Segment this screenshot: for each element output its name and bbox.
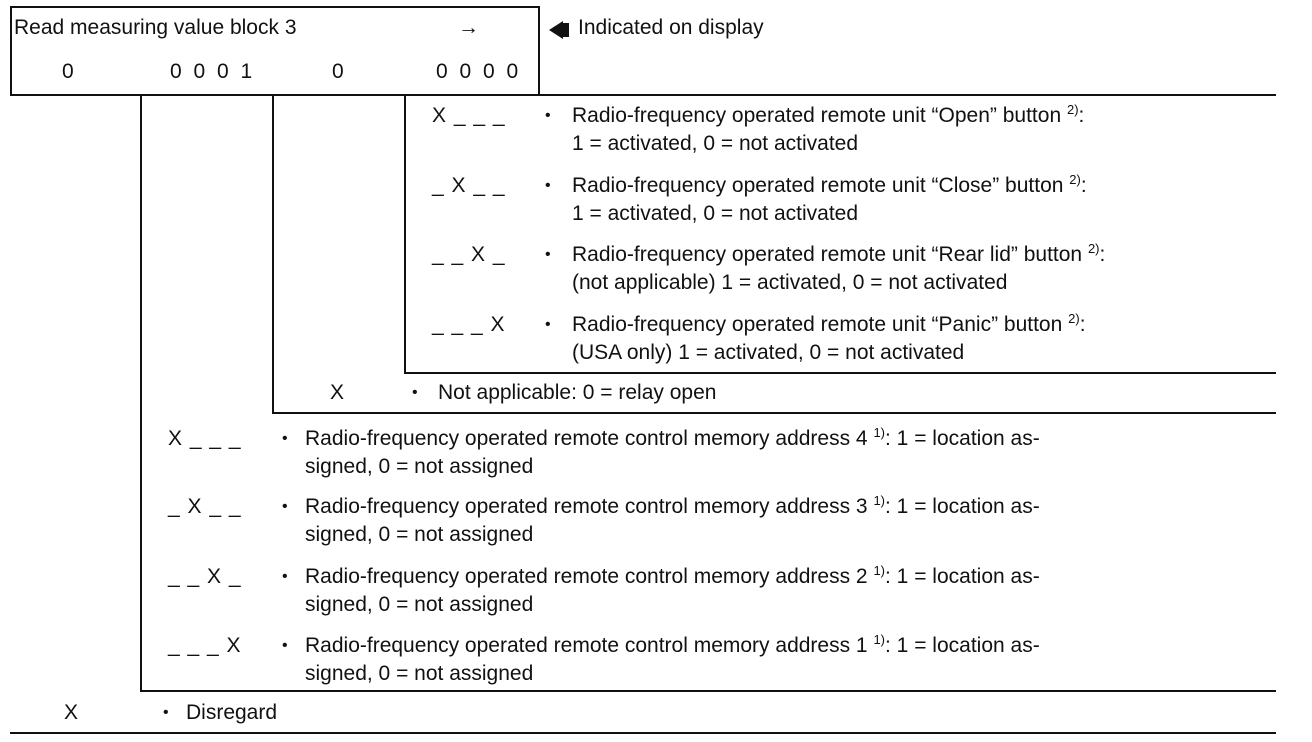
bullet: •: [545, 177, 551, 194]
bullet: •: [282, 498, 288, 515]
display-value-field-2: 0 0 0 1: [170, 60, 256, 83]
description-line-2: signed, 0 = not assigned: [305, 593, 534, 616]
field-4-bracket-line: [404, 94, 406, 374]
header-arrow: →: [458, 16, 479, 39]
bullet: •: [282, 568, 288, 585]
description-line-1: Not applicable: 0 = relay open: [438, 381, 717, 404]
bit-pattern: _ _ X _: [168, 565, 242, 588]
bullet: •: [545, 316, 551, 333]
description-line-1: Radio-frequency operated remote control …: [305, 632, 1040, 657]
bit-pattern: _ X _ _: [168, 495, 242, 518]
header-box-right-border: [538, 6, 540, 96]
field-2-bracket-line: [140, 94, 142, 692]
field-3-bracket-line: [272, 94, 274, 414]
field-3-bottom-line: [272, 412, 1276, 414]
header-title: Read measuring value block 3: [14, 16, 297, 39]
indicator-text: Indicated on display: [578, 16, 764, 39]
indicator-arrow-icon: [549, 21, 563, 39]
description-line-1: Radio-frequency operated remote unit “Re…: [572, 241, 1106, 266]
display-value-field-3: 0: [332, 60, 347, 83]
bullet: •: [545, 246, 551, 263]
description-line-1: Radio-frequency operated remote control …: [305, 563, 1040, 588]
description-line-2: (USA only) 1 = activated, 0 = not activa…: [572, 341, 965, 364]
header-box-left-border: [10, 6, 12, 96]
description-line-1: Radio-frequency operated remote unit “Cl…: [572, 172, 1087, 197]
bit-pattern: X: [330, 381, 346, 404]
bullet: •: [545, 107, 551, 124]
description-line-1: Radio-frequency operated remote unit “Op…: [572, 102, 1085, 127]
bit-pattern: X _ _ _: [168, 427, 242, 450]
description-line-2: (not applicable) 1 = activated, 0 = not …: [572, 271, 1008, 294]
bit-pattern: _ _ _ X: [168, 634, 242, 657]
description-line-2: signed, 0 = not assigned: [305, 523, 534, 546]
description-line-1: Disregard: [186, 701, 278, 724]
description-line-2: signed, 0 = not assigned: [305, 455, 534, 478]
description-line-1: Radio-frequency operated remote control …: [305, 493, 1040, 518]
description-line-2: 1 = activated, 0 = not activated: [572, 202, 859, 225]
bullet: •: [163, 704, 169, 721]
bit-pattern: _ X _ _: [432, 174, 506, 197]
bullet: •: [282, 430, 288, 447]
indicator-arrow-stem: [563, 23, 569, 37]
description-line-2: 1 = activated, 0 = not activated: [572, 132, 859, 155]
header-bottom-line: [10, 94, 1276, 96]
description-line-1: Radio-frequency operated remote control …: [305, 425, 1040, 450]
field-4-bottom-line: [404, 372, 1276, 374]
bit-pattern: _ _ X _: [432, 243, 506, 266]
display-value-field-4: 0 0 0 0: [436, 60, 522, 83]
bit-pattern: X _ _ _: [432, 104, 506, 127]
display-value-field-1: 0: [62, 60, 77, 83]
description-line-1: Radio-frequency operated remote unit “Pa…: [572, 311, 1086, 336]
table-bottom-line: [10, 732, 1276, 734]
bit-pattern: X: [64, 701, 80, 724]
field-2-bottom-line: [140, 690, 1276, 692]
description-line-2: signed, 0 = not assigned: [305, 662, 534, 685]
header-box-top-border: [10, 6, 540, 8]
bit-pattern: _ _ _ X: [432, 313, 506, 336]
bullet: •: [412, 384, 418, 401]
bullet: •: [282, 637, 288, 654]
